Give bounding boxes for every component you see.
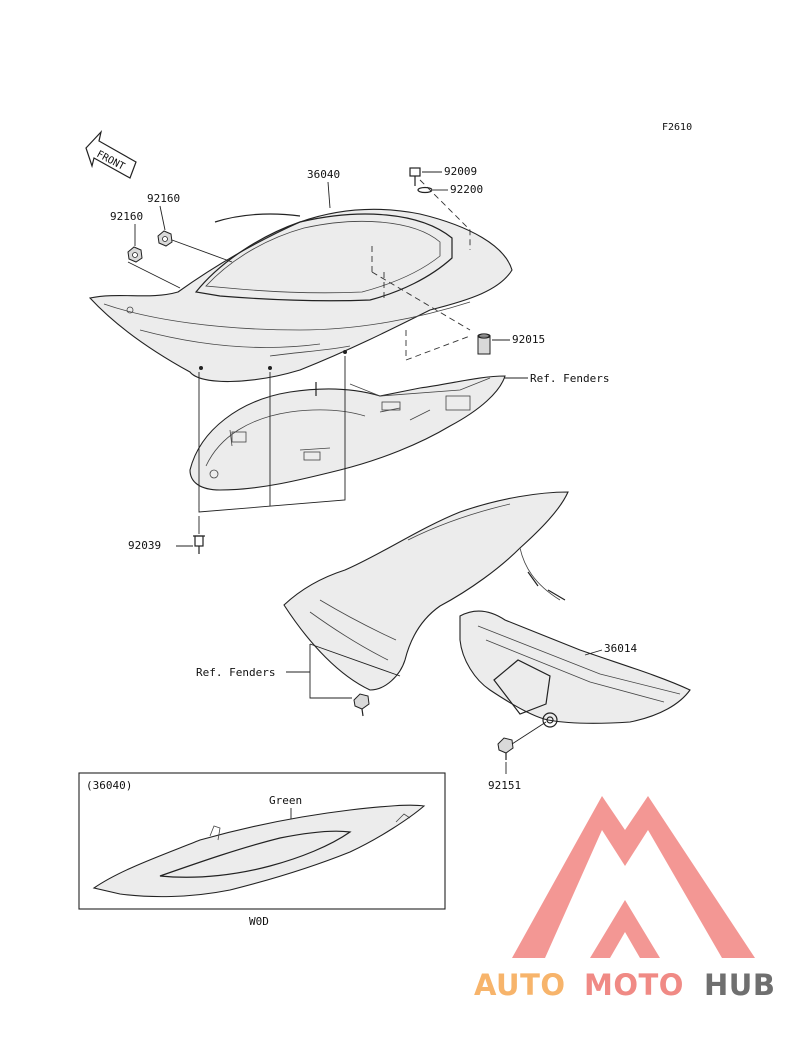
figure-code: F2610 — [662, 122, 692, 133]
label-92015: 92015 — [512, 333, 545, 346]
side-cover-36014-part — [459, 610, 691, 728]
seat-cover-part — [88, 208, 513, 383]
label-ref-fenders-upper: Ref. Fenders — [530, 372, 609, 385]
watermark-moto: MOTO — [584, 968, 684, 1002]
bolt-92009-part — [409, 167, 421, 186]
undercover-tray-part — [189, 375, 506, 491]
inset-color-label: Green — [269, 794, 302, 807]
label-92200: 92200 — [450, 183, 483, 196]
variant-inset-box: (36040) Green — [78, 772, 446, 910]
automotohub-watermark: AUTO MOTO HUB — [474, 796, 775, 1002]
label-92151: 92151 — [488, 779, 521, 792]
screw-lower-fender-part — [353, 693, 370, 717]
label-36014: 36014 — [604, 642, 637, 655]
front-direction-arrow: FRONT — [85, 129, 137, 179]
inset-part-code: (36040) — [86, 779, 132, 792]
front-arrow-label: FRONT — [95, 149, 127, 173]
nut-92160-upper-part — [157, 230, 173, 247]
label-36040: 36040 — [307, 168, 340, 181]
collar-92015-part — [477, 333, 491, 355]
screw-92151-part — [497, 737, 514, 760]
label-92009: 92009 — [444, 165, 477, 178]
variant-code: W0D — [249, 915, 269, 928]
watermark-triangle-icon — [512, 796, 755, 958]
label-92039: 92039 — [128, 539, 161, 552]
rear-fender-part — [283, 491, 569, 691]
washer-92200-part — [417, 186, 433, 194]
watermark-hub: HUB — [704, 968, 775, 1002]
nut-92160-lower-part — [127, 246, 143, 263]
rivet-92039-part — [193, 535, 205, 554]
label-92160-lower: 92160 — [110, 210, 143, 223]
watermark-auto: AUTO — [474, 968, 566, 1002]
label-ref-fenders-lower: Ref. Fenders — [196, 666, 275, 679]
label-92160-upper: 92160 — [147, 192, 180, 205]
